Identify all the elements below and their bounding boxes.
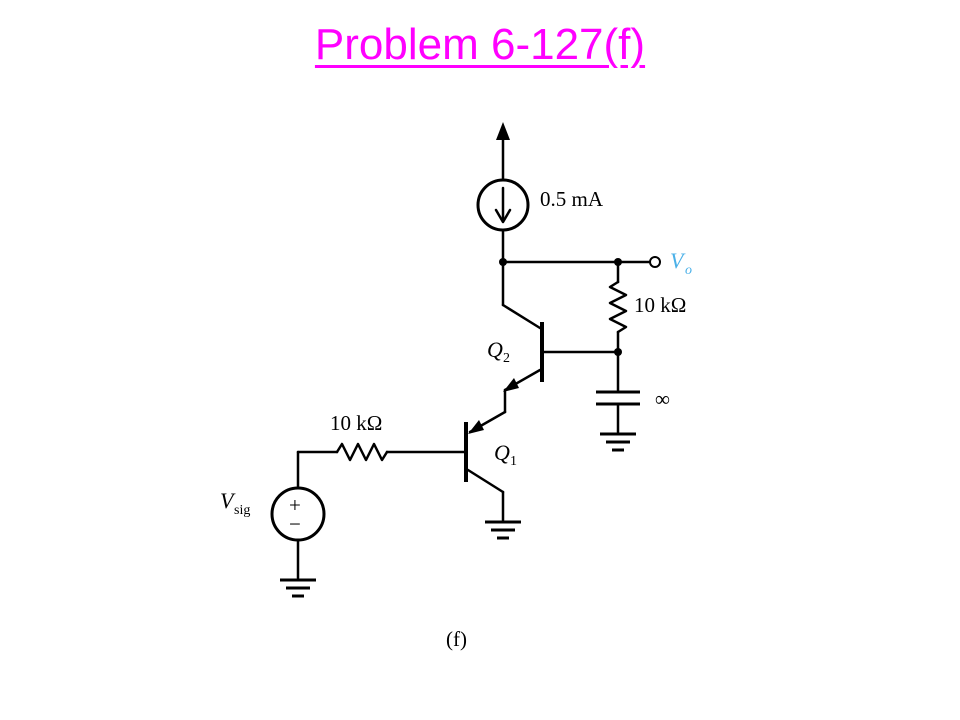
transistor-q1: [464, 410, 507, 522]
q1-label: Q: [494, 440, 510, 465]
signal-source: [270, 450, 326, 580]
vsig-label-subscript: sig: [234, 503, 250, 518]
q1-label-subscript: 1: [510, 454, 517, 469]
capacitor-label: ∞: [655, 387, 670, 411]
output-label-subscript: o: [685, 263, 692, 278]
bypass-capacitor: [596, 350, 640, 434]
ground-symbol: [485, 520, 521, 540]
ground-symbol: [600, 432, 636, 452]
page-title: Problem 6-127(f): [314, 20, 646, 69]
current-source: [476, 178, 530, 232]
load-resistor: [608, 260, 628, 354]
supply-arrow: [496, 122, 510, 182]
load-resistor-label: 10 kΩ: [634, 293, 686, 317]
vsig-minus: −: [289, 512, 301, 536]
transistor-q2: [501, 260, 544, 414]
source-resistor-label: 10 kΩ: [330, 411, 382, 435]
output-terminal: [649, 256, 661, 268]
ground-symbol: [280, 578, 316, 598]
current-source-label: 0.5 mA: [540, 187, 604, 211]
vsig-plus: +: [289, 493, 301, 517]
output-label: V: [670, 248, 686, 273]
q2-label-subscript: 2: [503, 351, 510, 366]
vsig-label: V: [220, 488, 236, 513]
source-resistor: [296, 442, 468, 462]
figure-label: (f): [446, 627, 467, 651]
q2-label: Q: [487, 337, 503, 362]
